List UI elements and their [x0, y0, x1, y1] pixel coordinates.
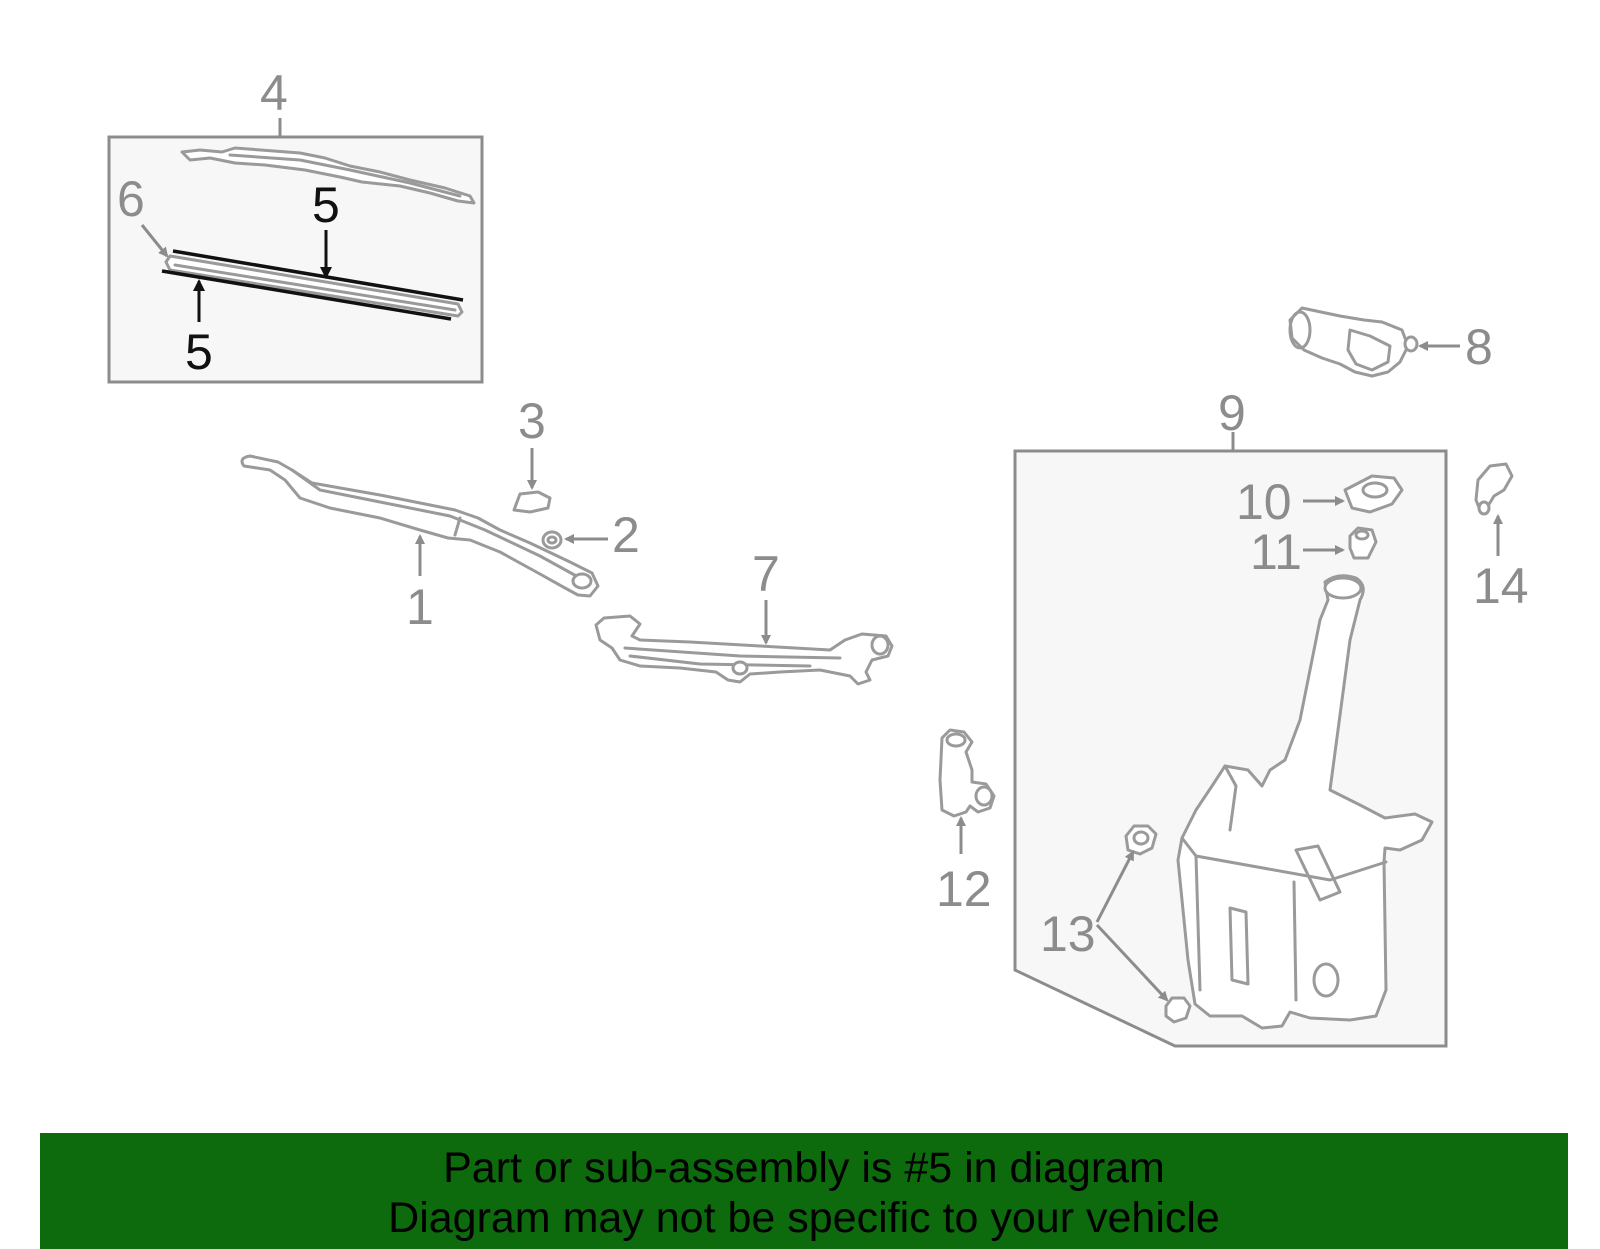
notice-banner: Part or sub-assembly is #5 in diagram Di…: [40, 1133, 1568, 1249]
reservoir-cap-part: [1343, 474, 1404, 514]
callout-4: 4: [260, 65, 288, 121]
callout-13: 13: [1040, 906, 1096, 962]
callout-9: 9: [1218, 385, 1246, 441]
callout-13-leader-upper: [1095, 850, 1135, 923]
callout-5-upper: 5: [312, 177, 340, 233]
callout-2: 2: [612, 507, 640, 563]
callout-1: 1: [406, 579, 434, 635]
washer-nozzle-part: [1474, 462, 1514, 512]
callout-12: 12: [936, 861, 992, 917]
blade-assembly-box: [107, 135, 484, 384]
wiper-linkage-part: [594, 614, 894, 686]
blade-insert-upper-part: [172, 249, 464, 302]
blade-insert-lower-part: [161, 269, 452, 321]
callout-7: 7: [752, 546, 780, 602]
callout-8: 8: [1465, 319, 1493, 375]
arm-cover-cap-part: [512, 490, 552, 514]
callout-10: 10: [1236, 474, 1292, 530]
wiper-blade-part: [180, 146, 476, 205]
callout-6: 6: [117, 171, 145, 227]
arm-nut-part: [541, 530, 563, 550]
banner-line-part-number: Part or sub-assembly is #5 in diagram: [443, 1144, 1165, 1192]
callout-6-leader: [140, 224, 169, 258]
grommet-lower-part: [1164, 996, 1192, 1024]
callout-13-leader-lower: [1095, 923, 1169, 1002]
grommet-upper-part: [1124, 824, 1158, 856]
callout-14: 14: [1473, 558, 1529, 614]
banner-line-disclaimer: Diagram may not be specific to your vehi…: [388, 1194, 1220, 1242]
callout-5-lower: 5: [185, 324, 213, 380]
callout-11: 11: [1250, 524, 1302, 580]
washer-reservoir-part: [1176, 574, 1434, 1030]
callout-3: 3: [518, 393, 546, 449]
